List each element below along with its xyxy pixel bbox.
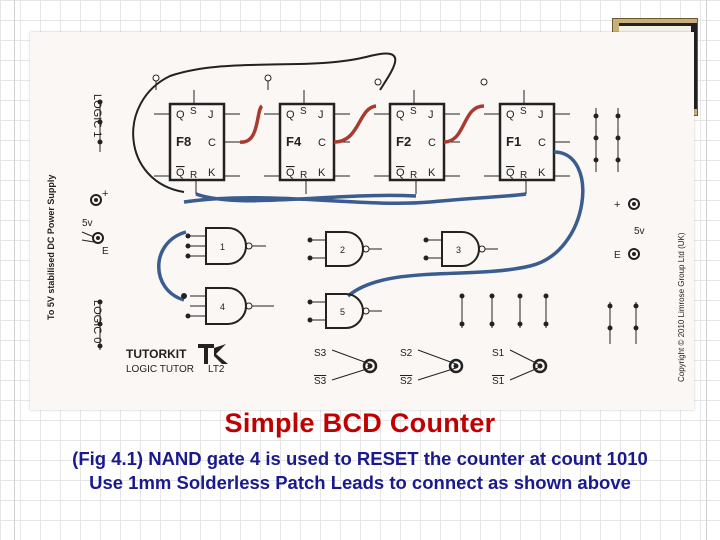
output-pin-row: [459, 293, 549, 328]
earth-label-right: E: [614, 250, 621, 261]
svg-text:S: S: [300, 106, 307, 117]
svg-text:K: K: [538, 167, 546, 179]
slide-left-rule: [14, 0, 15, 540]
nand-gate-2: 2: [307, 231, 382, 267]
svg-text:K: K: [428, 167, 436, 179]
blue-reset-bus: [157, 150, 585, 302]
power-terminals-left: + 5v E: [81, 188, 109, 257]
svg-text:R: R: [520, 170, 527, 181]
svg-text:Q: Q: [286, 109, 295, 121]
svg-text:Q: Q: [396, 167, 405, 179]
volts-label: 5v: [82, 218, 93, 229]
brand-name: TUTORKIT: [126, 347, 187, 361]
logic0-label: LOGIC 0: [91, 300, 103, 343]
svg-text:Q: Q: [286, 167, 295, 179]
svg-text:Q: Q: [176, 109, 185, 121]
copyright-label: Copyright © 2010 Limrose Group Ltd (UK): [677, 232, 686, 382]
switch-s1: S1 S1: [492, 348, 548, 387]
svg-text:Q: Q: [506, 109, 515, 121]
svg-text:S: S: [520, 106, 527, 117]
caption-line-2: Use 1mm Solderless Patch Leads to connec…: [89, 472, 631, 493]
svg-text:Q: Q: [506, 167, 515, 179]
svg-text:R: R: [300, 170, 307, 181]
brand-product: LOGIC TUTOR: [126, 364, 194, 375]
svg-text:C: C: [208, 137, 216, 149]
switch-s3: S3 S3: [314, 348, 378, 387]
svg-text:R: R: [410, 170, 417, 181]
flipflop-f1: Q S J F1 C Q R K: [484, 90, 570, 194]
switch-s2-label: S2: [400, 348, 413, 359]
nand-gate-1: 1: [185, 227, 266, 265]
flipflop-f1-name: F1: [506, 134, 521, 149]
svg-text:S: S: [190, 106, 197, 117]
slide-title: Simple BCD Counter: [224, 408, 496, 438]
flipflop-f2: Q S J F2 C Q R K: [374, 90, 460, 194]
svg-text:C: C: [428, 137, 436, 149]
flipflop-f4: Q S J F4 C Q R K: [264, 90, 350, 194]
wire-reset-loop: [132, 52, 397, 193]
svg-text:J: J: [428, 109, 434, 121]
nand-gate-3-label: 3: [456, 245, 461, 255]
svg-text:Q: Q: [176, 167, 185, 179]
switch-s3-label: S3: [314, 348, 327, 359]
svg-text:C: C: [538, 137, 546, 149]
logic1-pins: [97, 99, 103, 152]
nand-gate-2-label: 2: [340, 245, 345, 255]
svg-text:S: S: [410, 106, 417, 117]
svg-text:J: J: [538, 109, 544, 121]
svg-text:Q: Q: [396, 109, 405, 121]
flipflop-f8: Q S J F8 C Q R K: [154, 90, 240, 194]
switch-s2-inv-label: S2: [400, 376, 413, 387]
slide-right-rule: [706, 0, 707, 540]
set-pins: [152, 74, 488, 90]
red-clock-wires: [239, 104, 485, 144]
nand-gate-5-label: 5: [340, 307, 345, 317]
tk-logo-icon: [198, 344, 228, 364]
svg-text:J: J: [208, 109, 214, 121]
power-supply-label: To 5V stabilised DC Power Supply: [46, 175, 56, 320]
flipflop-f4-name: F4: [286, 134, 302, 149]
nand-gate-5: 5: [307, 293, 382, 329]
flipflop-f8-name: F8: [176, 134, 191, 149]
svg-text:R: R: [190, 170, 197, 181]
brand-model: LT2: [208, 364, 225, 375]
svg-text:K: K: [208, 167, 216, 179]
logic-tutor-board: To 5V stabilised DC Power Supply Copyrig…: [30, 32, 694, 410]
plus-label: +: [102, 188, 108, 200]
switch-s1-inv-label: S1: [492, 376, 505, 387]
power-terminals-right: + 5v E: [614, 198, 645, 261]
volts-label-right: 5v: [634, 226, 645, 237]
nand-gate-4-label: 4: [220, 302, 225, 312]
nand-gate-1-label: 1: [220, 242, 225, 252]
nand-gate-4: 4: [181, 287, 274, 325]
svg-text:J: J: [318, 109, 324, 121]
switch-s2: S2 S2: [400, 348, 464, 387]
switch-s1-label: S1: [492, 348, 505, 359]
caption-line-1: (Fig 4.1) NAND gate 4 is used to RESET t…: [72, 448, 648, 469]
plus-label-right: +: [614, 199, 620, 211]
tutorkit-logo: TUTORKIT LOGIC TUTOR LT2: [126, 344, 228, 375]
nand-gate-3: 3: [423, 231, 498, 267]
flipflop-f2-name: F2: [396, 134, 411, 149]
switch-s3-inv-label: S3: [314, 376, 327, 387]
bcd-counter-schematic: To 5V stabilised DC Power Supply Copyrig…: [46, 52, 686, 387]
svg-text:C: C: [318, 137, 326, 149]
svg-text:K: K: [318, 167, 326, 179]
logic0-pins: [97, 299, 103, 350]
earth-label: E: [102, 246, 109, 257]
right-pin-columns: [593, 108, 639, 344]
